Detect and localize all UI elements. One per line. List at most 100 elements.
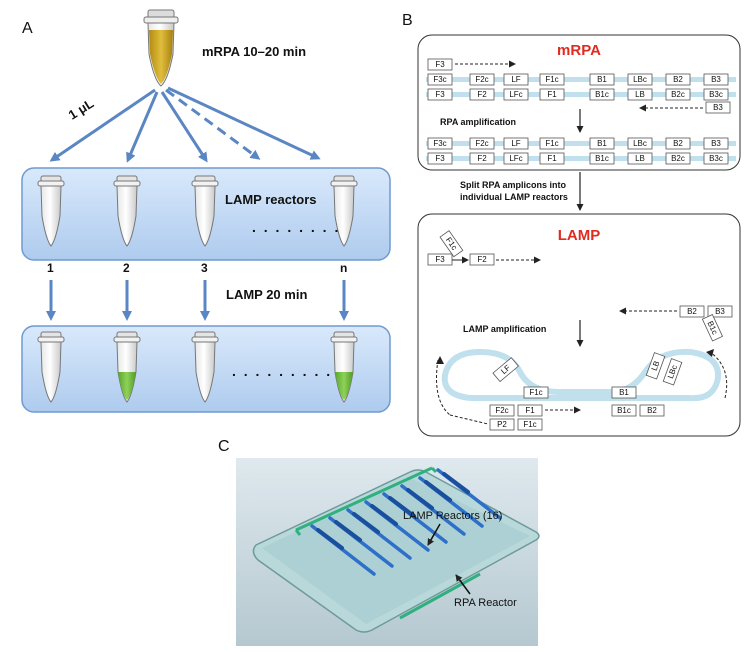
segment-3-3: F1 [539,152,565,165]
mrpa-time-label: mRPA 10–20 min [202,44,306,59]
svg-text:F2: F2 [477,255,487,264]
reactor-tube-top-3-icon [191,175,219,247]
chip-photo [236,458,540,646]
svg-text:F2: F2 [477,154,487,163]
segment-0-3: F1c [539,73,565,86]
svg-text:B1: B1 [597,75,607,84]
dumbbell-f1: F1 [517,404,543,417]
segment-0-6: B2 [665,73,691,86]
svg-text:B2: B2 [673,139,683,148]
segment-0-1: F2c [469,73,495,86]
svg-text:F1: F1 [547,90,557,99]
tube-number-n: n [340,261,347,275]
rpa-amp-label: RPA amplification [440,117,516,127]
split-label-1: Split RPA amplicons into [460,180,567,190]
primer-b3-lamp: B3 [707,305,733,318]
segment-1-3: F1 [539,88,565,101]
segment-2-2: LF [503,137,529,150]
primer-b2-lamp: B2 [679,305,705,318]
reactor-tube-top-2-icon [113,175,141,247]
segment-3-0: F3 [427,152,453,165]
svg-text:B1c: B1c [595,90,609,99]
dumbbell-p2: P2 [489,418,515,431]
svg-text:B1c: B1c [595,154,609,163]
svg-text:B3c: B3c [709,154,723,163]
svg-text:F2c: F2c [475,75,488,84]
primer-f3-top: F3 [427,58,453,71]
svg-text:F3: F3 [435,90,445,99]
svg-text:LB: LB [635,90,645,99]
svg-text:B2c: B2c [671,90,685,99]
svg-text:F1c: F1c [529,388,542,397]
reactor-tube-top-4-icon [330,175,358,247]
svg-text:LF: LF [511,139,520,148]
volume-label: 1 μL [66,96,97,123]
dumbbell-b1c: B1c [611,404,637,417]
svg-text:LFc: LFc [509,154,522,163]
rpa-reactor-label: RPA Reactor [454,597,517,609]
segment-1-1: F2 [469,88,495,101]
segment-2-7: B3 [703,137,729,150]
tube-number-1: 1 [47,261,54,275]
segment-2-4: B1 [589,137,615,150]
primer-f3-lamp: F3 [427,253,453,266]
dots-top: . . . . . . . . [252,219,340,235]
segment-1-0: F3 [427,88,453,101]
reactor-tube-bottom-n-icon [330,331,358,403]
dumbbell-lf: LF [492,357,519,383]
svg-text:F3c: F3c [433,139,446,148]
rpa-reactor-pointer [455,574,471,595]
svg-text:F2c: F2c [475,139,488,148]
svg-text:LFc: LFc [509,90,522,99]
primer-f1c-tilt: F1c [439,230,464,258]
segment-2-1: F2c [469,137,495,150]
primer-f2-lamp: F2 [469,253,495,266]
tube-number-3: 3 [201,261,208,275]
svg-text:P2: P2 [497,420,507,429]
svg-text:F3: F3 [435,60,445,69]
svg-text:F1c: F1c [523,420,536,429]
lamp-title: LAMP [558,227,601,244]
down-arrows [46,280,349,321]
svg-text:LBc: LBc [666,364,679,380]
tray-top-tubes [37,175,358,247]
dumbbell-f1c-lower: F1c [517,418,543,431]
svg-text:B3: B3 [711,75,721,84]
dumbbell-structure [436,348,728,416]
split-label-2: individual LAMP reactors [460,192,568,202]
svg-text:F3c: F3c [433,75,446,84]
segment-1-5: LB [627,88,653,101]
svg-text:F1: F1 [525,406,535,415]
primer-b1c-tilt: B1c [701,314,724,342]
dumbbell-b2: B2 [639,404,665,417]
panel-c-letter: C [218,438,230,455]
svg-text:F1c: F1c [545,75,558,84]
svg-text:B2c: B2c [671,154,685,163]
lamp-reactors-pointer [427,523,441,546]
segment-1-4: B1c [589,88,615,101]
svg-text:LF: LF [511,75,520,84]
svg-text:LB: LB [650,360,662,372]
svg-text:F2c: F2c [495,406,508,415]
svg-text:B2: B2 [673,75,683,84]
segment-0-7: B3 [703,73,729,86]
svg-text:B1: B1 [619,388,629,397]
dumbbell-f1c: F1c [523,386,549,399]
svg-text:F1c: F1c [545,139,558,148]
dots-bottom: . . . . . . . . . [232,363,332,379]
segment-3-6: B2c [665,152,691,165]
svg-text:F2: F2 [477,90,487,99]
svg-text:B1c: B1c [617,406,631,415]
svg-text:B2: B2 [687,307,697,316]
panel-b-letter: B [402,12,413,29]
lamp-box [417,213,741,437]
svg-text:B3: B3 [715,307,725,316]
segment-3-7: B3c [703,152,729,165]
svg-text:B3c: B3c [709,90,723,99]
segment-2-5: LBc [627,137,653,150]
reactor-tube-top-1-icon [37,175,65,247]
source-tube-icon [143,9,179,87]
svg-text:B3: B3 [713,103,723,112]
